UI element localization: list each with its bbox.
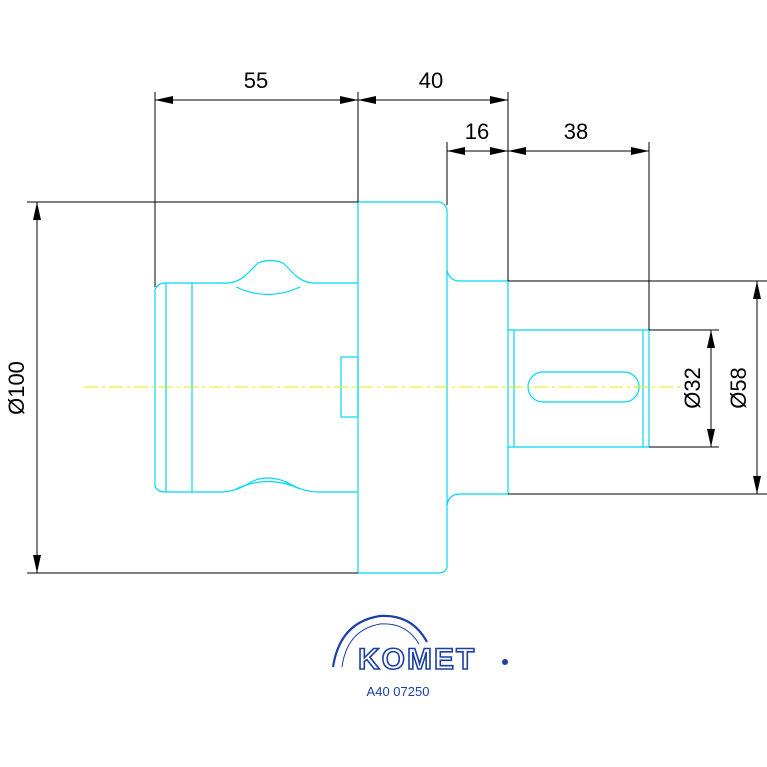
logo-arc — [331, 614, 428, 668]
shank-outline — [508, 329, 650, 448]
rear-groove-arc — [235, 286, 301, 296]
dimension-arrows — [33, 96, 761, 573]
flange-outline — [357, 201, 448, 574]
logo-registered-mark — [502, 659, 508, 665]
rear-groove-arc-bottom — [235, 480, 301, 490]
dim-length-40: 40 — [419, 68, 443, 93]
dim-diameter-58: Ø58 — [726, 367, 751, 409]
dim-diameter-32: Ø32 — [680, 367, 705, 409]
dim-length-16: 16 — [465, 119, 489, 144]
collar-outline — [446, 269, 509, 506]
dim-length-55: 55 — [244, 68, 268, 93]
dim-length-38: 38 — [564, 119, 588, 144]
logo-arc-inner — [341, 623, 420, 668]
rear-body-outline — [154, 259, 358, 493]
komet-logo: KOMET — [331, 614, 508, 677]
dim-diameter-100: Ø100 — [4, 361, 29, 415]
dimension-lines — [27, 92, 767, 574]
logo-text: KOMET — [358, 643, 476, 676]
part-number: A40 07250 — [367, 684, 430, 699]
